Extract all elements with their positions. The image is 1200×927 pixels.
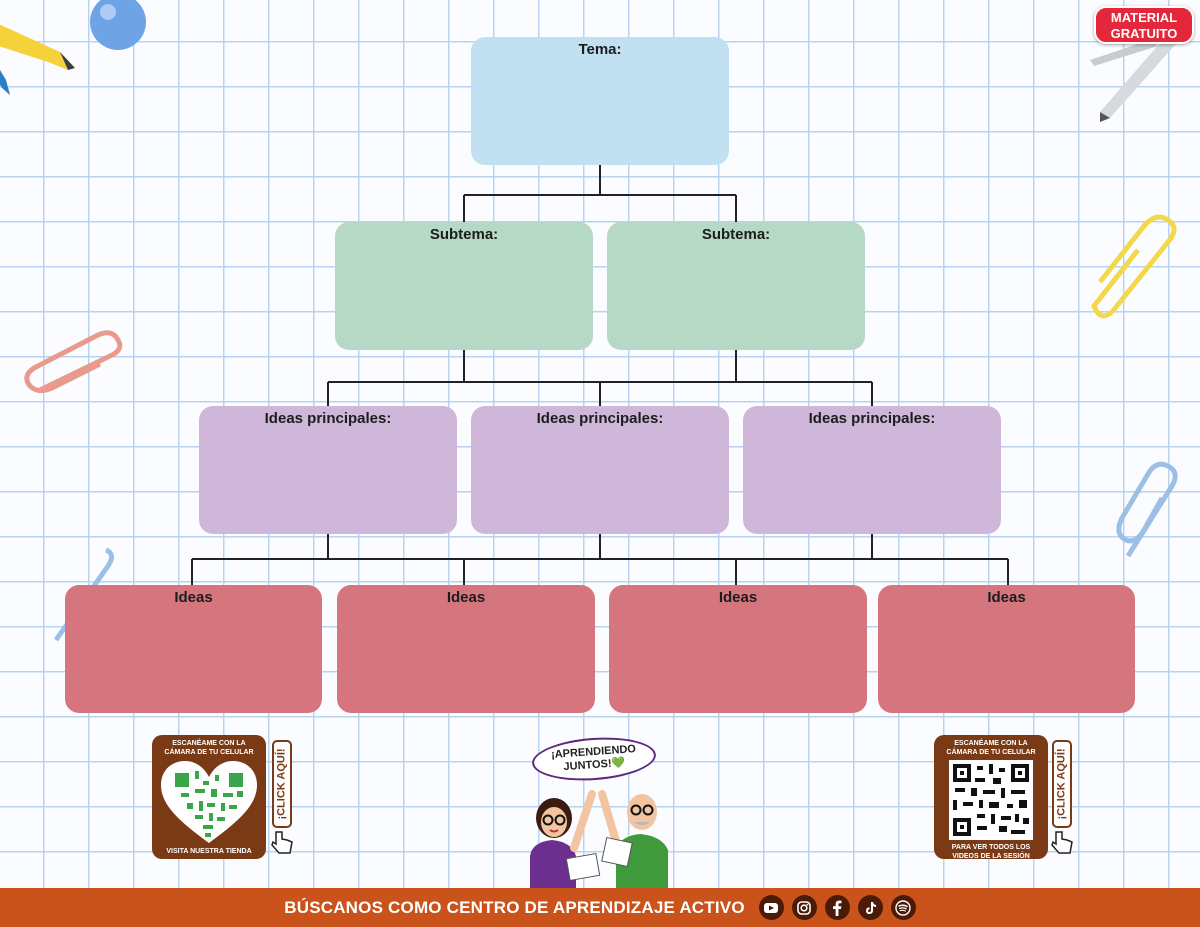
subtema-label: Subtema: bbox=[429, 226, 499, 243]
ideas-box-4[interactable]: Ideas bbox=[878, 585, 1135, 713]
qr-videos-text-1: PARA VER TODOS LOS bbox=[951, 844, 1031, 851]
badge-line-1: MATERIAL bbox=[1110, 10, 1178, 25]
yellow-pencil-icon bbox=[0, 24, 75, 70]
footer-bar: BÚSCANOS COMO CENTRO DE APRENDIZAJE ACTI… bbox=[0, 888, 1200, 927]
footer-text: BÚSCANOS COMO CENTRO DE APRENDIZAJE ACTI… bbox=[284, 897, 745, 917]
qr-heart-icon bbox=[161, 761, 257, 843]
teacher-woman-icon bbox=[530, 790, 596, 888]
paperclip-blue-left-icon bbox=[53, 547, 114, 642]
material-gratuito-badge: MATERIAL GRATUITO bbox=[1094, 6, 1194, 44]
ideas-principales-label: Ideas principales: bbox=[808, 410, 936, 427]
tiktok-icon[interactable] bbox=[857, 895, 883, 920]
ideas-label: Ideas bbox=[987, 589, 1026, 606]
teachers-illustration bbox=[530, 790, 668, 888]
youtube-icon[interactable] bbox=[758, 895, 784, 920]
click-aqui-videos-button[interactable]: ¡CLICK AQUÍ! bbox=[1052, 740, 1072, 828]
instagram-icon[interactable] bbox=[791, 895, 817, 920]
ideas-box-3[interactable]: Ideas bbox=[609, 585, 867, 713]
paperclip-yellow-icon bbox=[1091, 214, 1177, 319]
ideas-label: Ideas bbox=[718, 589, 758, 606]
pencils-top-right-icon bbox=[1090, 20, 1190, 122]
click-aqui-store-button[interactable]: ¡CLICK AQUÍ! bbox=[272, 740, 292, 828]
subtema-label: Subtema: bbox=[701, 226, 771, 243]
ideas-box-1[interactable]: Ideas bbox=[65, 585, 322, 713]
qr-instruction-line-2: CÁMARA DE TU CELULAR bbox=[946, 749, 1036, 756]
qr-instruction-line-2: CÁMARA DE TU CELULAR bbox=[164, 749, 254, 756]
facebook-icon[interactable] bbox=[824, 895, 850, 920]
badge-line-2: GRATUITO bbox=[1110, 26, 1178, 41]
ideas-principales-box-1[interactable]: Ideas principales: bbox=[199, 406, 457, 534]
qr-card-videos[interactable]: ESCANÉAME CON LA CÁMARA DE TU CELULAR PA… bbox=[934, 735, 1048, 860]
qr-store-text: VISITA NUESTRA TIENDA bbox=[166, 848, 252, 855]
worksheet-papers-icon bbox=[565, 836, 633, 882]
ideas-box-2[interactable]: Ideas bbox=[337, 585, 595, 713]
ideas-principales-label: Ideas principales: bbox=[536, 410, 664, 427]
subtema-box-2[interactable]: Subtema: bbox=[607, 222, 865, 350]
paperclip-blue-right-icon bbox=[1116, 461, 1178, 558]
spotify-icon[interactable] bbox=[890, 895, 916, 920]
tema-label: Tema: bbox=[578, 41, 622, 58]
ideas-principales-box-2[interactable]: Ideas principales: bbox=[471, 406, 729, 534]
qr-instruction-line-1: ESCANÉAME CON LA bbox=[172, 740, 246, 747]
pointer-hand-icon bbox=[271, 831, 293, 854]
qr-code-icon bbox=[949, 760, 1033, 840]
ideas-label: Ideas bbox=[174, 589, 213, 606]
subtema-box-1[interactable]: Subtema: bbox=[335, 222, 593, 350]
ideas-principales-box-3[interactable]: Ideas principales: bbox=[743, 406, 1001, 534]
blue-pencil-icon bbox=[0, 70, 10, 95]
tema-box[interactable]: Tema: bbox=[471, 37, 729, 165]
qr-videos-text-2: VIDEOS DE LA SESIÓN bbox=[952, 853, 1030, 860]
qr-instruction-line-1: ESCANÉAME CON LA bbox=[954, 740, 1028, 747]
qr-card-store[interactable]: ESCANÉAME CON LA CÁMARA DE TU CELULAR VI… bbox=[152, 735, 266, 859]
ideas-principales-label: Ideas principales: bbox=[264, 410, 392, 427]
ideas-label: Ideas bbox=[446, 589, 486, 606]
paperclip-red-icon bbox=[24, 330, 123, 394]
pointer-hand-icon bbox=[1051, 831, 1073, 854]
